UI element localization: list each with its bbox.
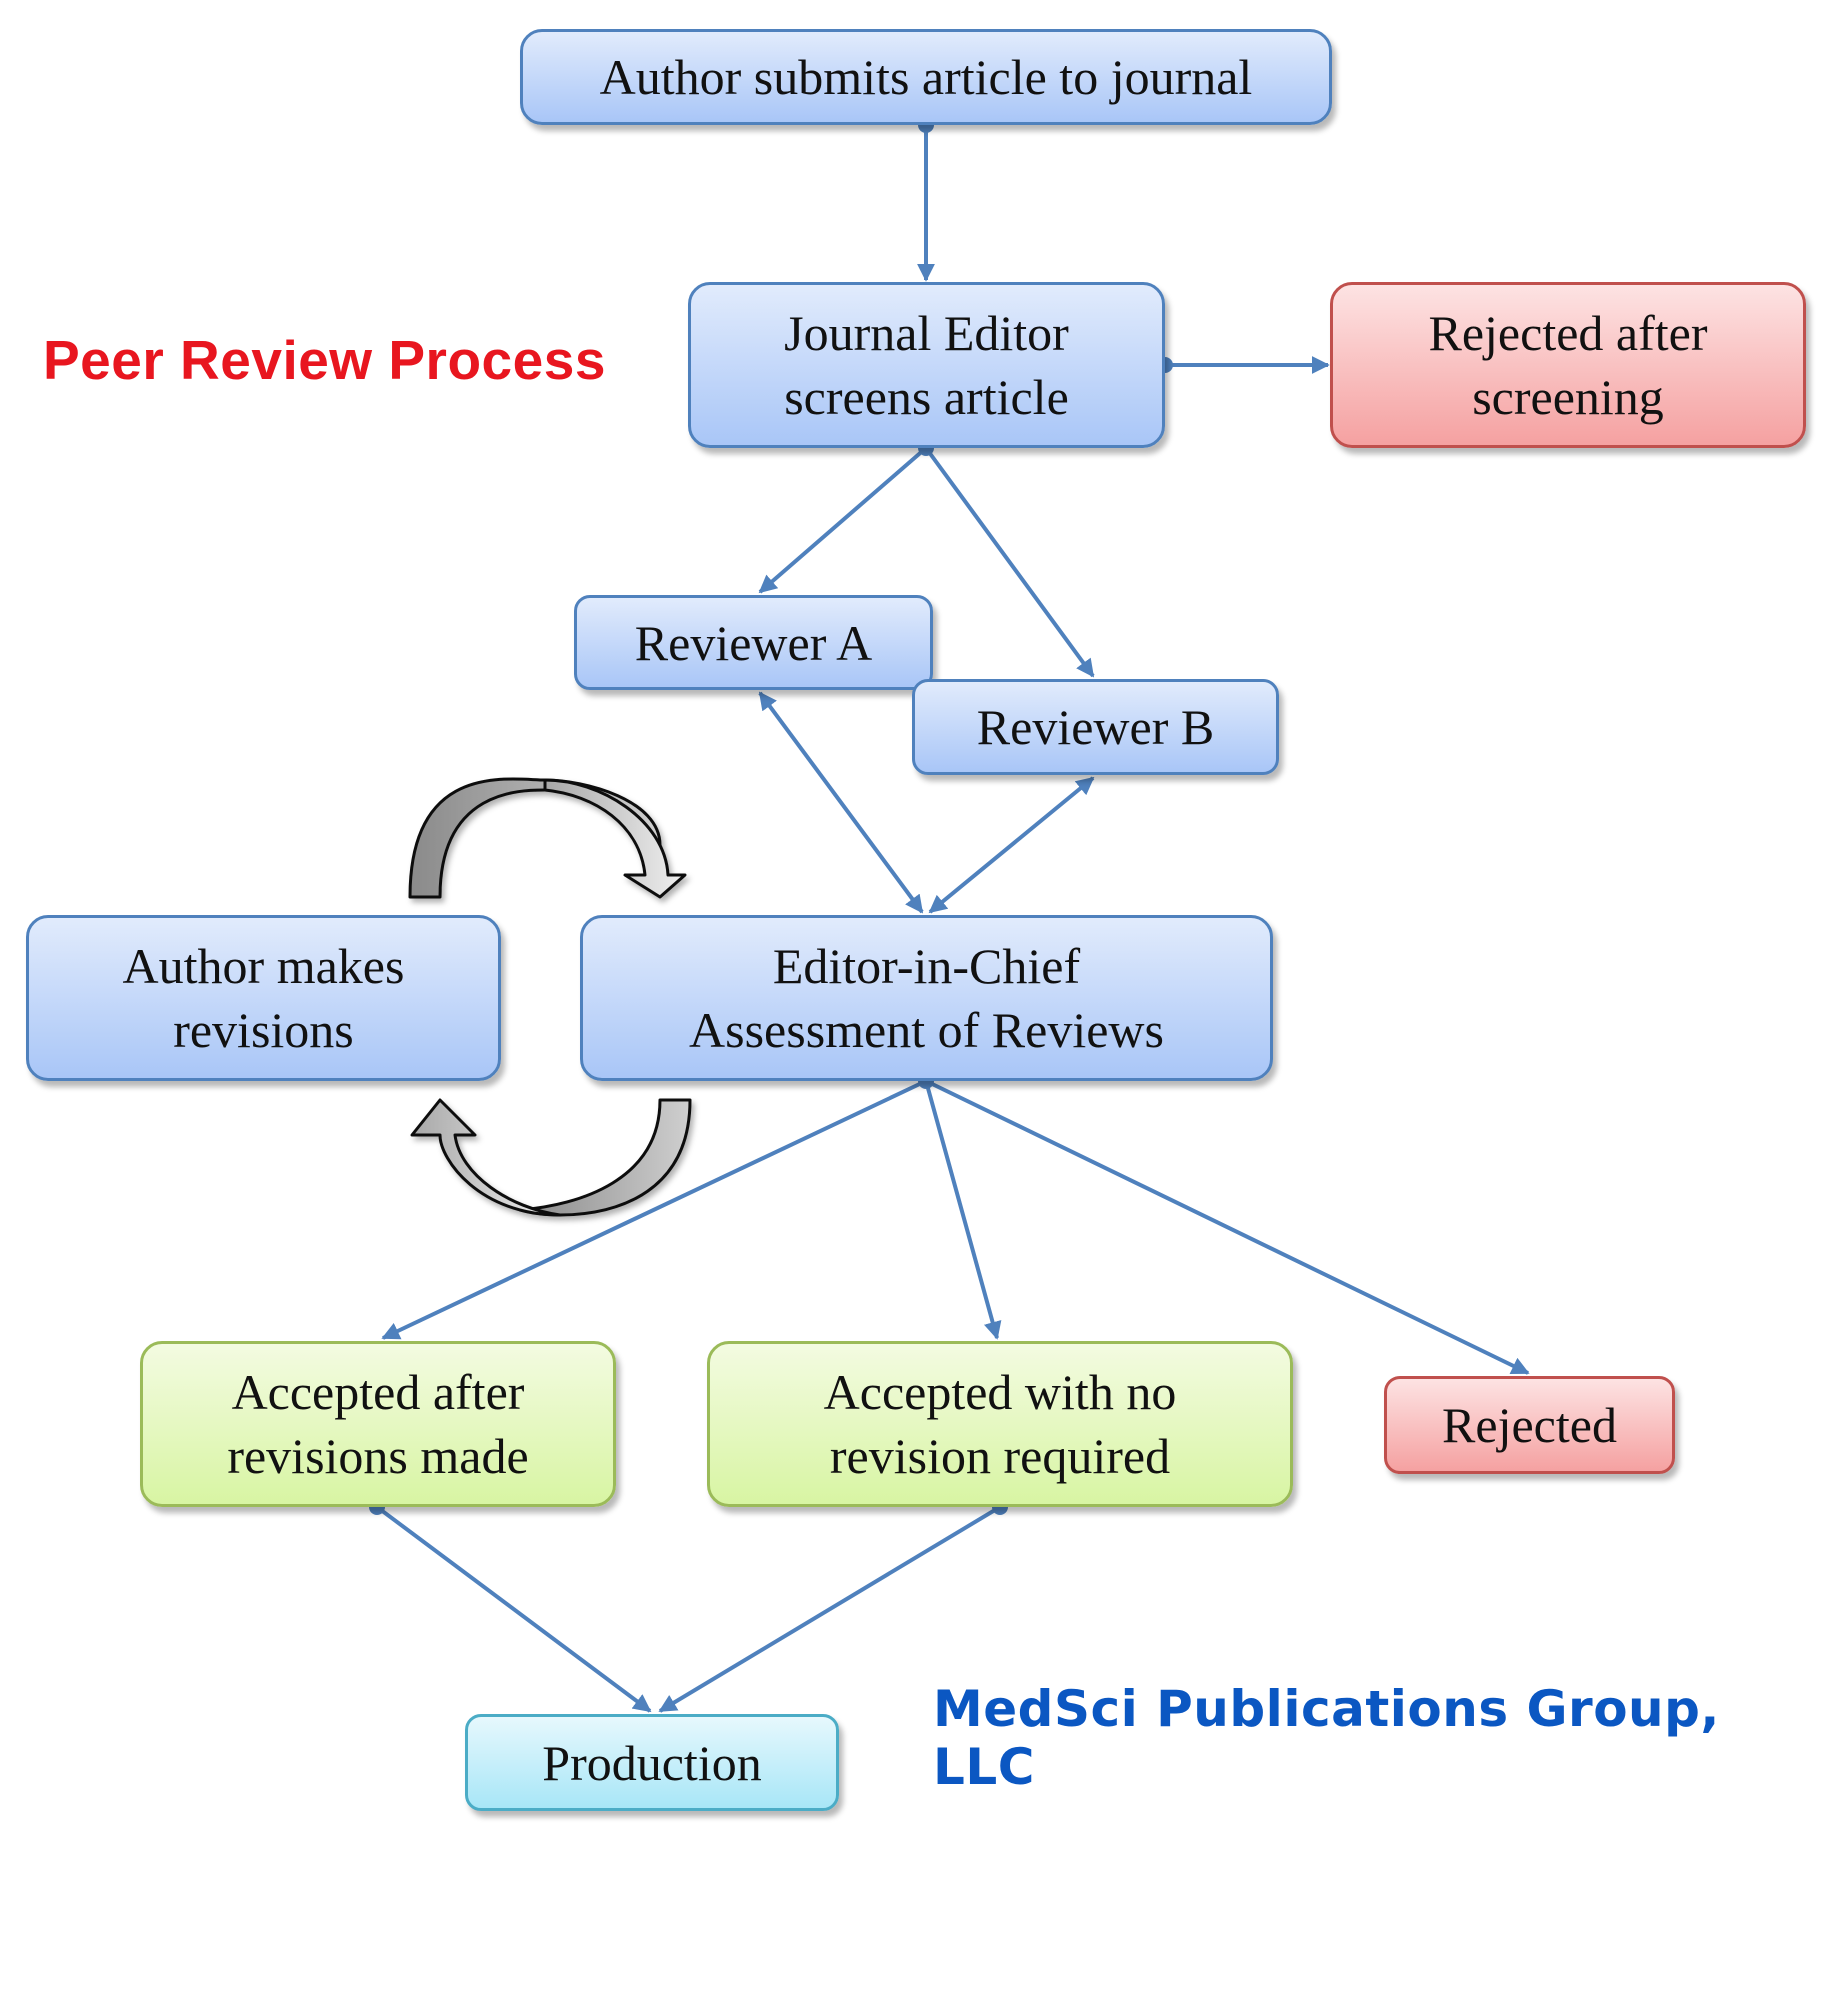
node-accepted-after-revisions[interactable]: Accepted after revisions made (140, 1341, 616, 1507)
node-label: Rejected after screening (1428, 305, 1708, 425)
node-journal-editor-screens[interactable]: Journal Editor screens article (688, 282, 1165, 448)
node-reviewer-a[interactable]: Reviewer A (574, 595, 933, 690)
cycle-arrow-to-assessment-icon (408, 777, 687, 899)
edge-reviewer-a-assessment (758, 691, 924, 914)
edge-accepted-after-to-production (369, 1499, 652, 1713)
node-author-submits[interactable]: Author submits article to journal (520, 29, 1332, 125)
diagram-title: Peer Review Process (43, 329, 606, 391)
publisher-brand: MedSci Publications Group, LLC (933, 1680, 1720, 1796)
node-label: Editor-in-Chief Assessment of Reviews (689, 938, 1164, 1058)
edge-reviewer-b-assessment (928, 776, 1095, 914)
cycle-arrow-to-revisions-icon (410, 1098, 692, 1217)
node-rejected-after-screening[interactable]: Rejected after screening (1330, 282, 1806, 448)
node-label: Reviewer A (634, 614, 873, 671)
node-label: Accepted after revisions made (227, 1364, 529, 1484)
node-label: Reviewer B (976, 699, 1215, 755)
node-author-makes-revisions[interactable]: Author makes revisions (26, 915, 501, 1081)
edge-screen-to-reviewer-b (924, 446, 1095, 678)
node-label: Author submits article to journal (599, 49, 1253, 105)
edge-screen-to-reviewer-a (758, 440, 934, 594)
node-accepted-no-revision[interactable]: Accepted with no revision required (707, 1341, 1293, 1507)
edge-assessment-to-accepted-no-rev (924, 1080, 1002, 1340)
node-production[interactable]: Production (465, 1714, 839, 1811)
node-label: Production (542, 1734, 762, 1791)
edge-accepted-no-rev-to-production (658, 1499, 1008, 1713)
edge-assessment-to-rejected (925, 1079, 1530, 1375)
node-rejected[interactable]: Rejected (1384, 1376, 1675, 1474)
edge-assessment-to-accepted-after (381, 1073, 934, 1340)
node-label: Rejected (1442, 1397, 1617, 1453)
node-editor-in-chief-assessment[interactable]: Editor-in-Chief Assessment of Reviews (580, 915, 1273, 1081)
node-label: Journal Editor screens article (784, 305, 1069, 425)
node-label: Accepted with no revision required (823, 1364, 1177, 1484)
node-label: Author makes revisions (122, 938, 405, 1058)
node-reviewer-b[interactable]: Reviewer B (912, 679, 1279, 775)
